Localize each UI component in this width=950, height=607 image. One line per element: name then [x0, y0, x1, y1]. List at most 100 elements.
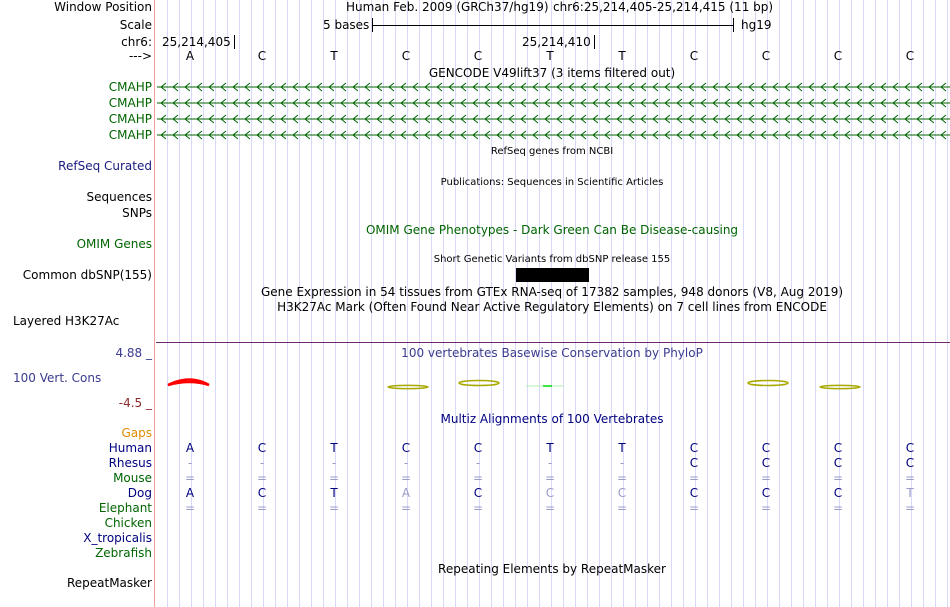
h3k27ac-track-label[interactable]: Layered H3K27Ac: [13, 314, 120, 328]
track-separator: [156, 342, 950, 343]
species-label: Elephant: [98, 501, 152, 515]
window-position: chr6:25,214,405-25,214,415 (11 bp): [553, 0, 774, 14]
alignment-base: C: [761, 441, 771, 455]
dbsnp-track-title: Short Genetic Variants from dbSNP releas…: [433, 254, 671, 265]
gene-feature[interactable]: [157, 96, 950, 110]
alignment-base: C: [401, 441, 411, 455]
alignment-base: C: [833, 441, 843, 455]
alignment-base: C: [833, 486, 843, 500]
repeatmasker-track-title: Repeating Elements by RepeatMasker: [438, 562, 666, 576]
species-label: Zebrafish: [95, 546, 152, 560]
strand-arrows-icon: [157, 114, 950, 124]
sequence-base: A: [185, 49, 195, 63]
alignment-base: C: [905, 456, 915, 470]
sequence-base: C: [401, 49, 411, 63]
gencode-track-title: GENCODE V49lift37 (3 items filtered out): [428, 66, 676, 80]
gene-label[interactable]: CMAHP: [108, 80, 152, 94]
omim-track-label[interactable]: OMIM Genes: [76, 237, 152, 251]
gene-feature[interactable]: [157, 112, 950, 126]
alignment-base: A: [185, 486, 195, 500]
alignment-base: =: [328, 501, 340, 515]
alignment-base: -: [403, 456, 409, 470]
cons-mark: [387, 384, 429, 390]
alignment-base: =: [616, 471, 628, 485]
gene-feature[interactable]: [157, 80, 950, 94]
snps-track-label[interactable]: SNPs: [122, 206, 152, 220]
cons-mark: [747, 379, 789, 387]
sequence-base: T: [330, 49, 338, 63]
alignment-base: C: [905, 441, 915, 455]
alignment-base: C: [473, 441, 483, 455]
alignment-base: =: [184, 501, 196, 515]
cons-track-label[interactable]: 100 Vert. Cons: [13, 371, 102, 385]
gene-feature[interactable]: [157, 128, 950, 142]
alignment-base: C: [257, 486, 267, 500]
scale-text: 5 bases: [323, 18, 370, 32]
species-label: Mouse: [113, 471, 152, 485]
alignment-base: =: [688, 471, 700, 485]
alignment-base: -: [331, 456, 337, 470]
alignment-base: =: [760, 471, 772, 485]
alignment-base: =: [472, 471, 484, 485]
alignment-base: C: [617, 486, 627, 500]
alignment-base: =: [256, 471, 268, 485]
cons-min-label: -4.5 _: [118, 396, 152, 410]
strand-arrows-icon: [157, 130, 950, 140]
sequence-base: C: [761, 49, 771, 63]
species-label: X_tropicalis: [83, 531, 152, 545]
sequence-base: C: [833, 49, 843, 63]
dbsnp-variant[interactable]: [516, 268, 589, 282]
alignment-base: C: [257, 441, 267, 455]
alignment-base: =: [832, 471, 844, 485]
refseq-track-label[interactable]: RefSeq Curated: [58, 159, 152, 173]
alignment-base: =: [256, 501, 268, 515]
alignment-base: A: [401, 486, 411, 500]
alignment-base: =: [184, 471, 196, 485]
coord-410: 25,214,410: [522, 35, 595, 49]
refseq-track-title: RefSeq genes from NCBI: [490, 146, 614, 157]
species-label: Rhesus: [108, 456, 152, 470]
alignment-base: =: [544, 471, 556, 485]
alignment-base: =: [688, 501, 700, 515]
h3k27ac-track-title: H3K27Ac Mark (Often Found Near Active Re…: [277, 300, 827, 314]
alignment-base: -: [619, 456, 625, 470]
sequence-base: T: [546, 49, 554, 63]
sequence-base: C: [689, 49, 699, 63]
alignment-base: -: [475, 456, 481, 470]
alignment-base: =: [400, 501, 412, 515]
pubs-track-title: Publications: Sequences in Scientific Ar…: [440, 177, 664, 188]
alignment-base: C: [689, 441, 699, 455]
coord-405: 25,214,405: [162, 35, 235, 49]
label-divider: [154, 0, 155, 607]
species-label: Human: [108, 441, 152, 455]
alignment-base: =: [400, 471, 412, 485]
alignment-base: =: [544, 501, 556, 515]
alignment-base: A: [185, 441, 195, 455]
alignment-base: T: [618, 441, 626, 455]
alignment-base: =: [472, 501, 484, 515]
alignment-base: T: [330, 441, 338, 455]
omim-track-title: OMIM Gene Phenotypes - Dark Green Can Be…: [365, 223, 739, 237]
species-label: Dog: [127, 486, 152, 500]
assembly-name: Human Feb. 2009 (GRCh37/hg19): [346, 0, 549, 14]
sequences-track-label[interactable]: Sequences: [86, 190, 152, 204]
alignment-base: =: [616, 501, 628, 515]
gtex-track-title: Gene Expression in 54 tissues from GTEx …: [260, 285, 844, 299]
scale-bar: [372, 18, 734, 32]
sequence-base: C: [905, 49, 915, 63]
dbsnp-track-label[interactable]: Common dbSNP(155): [22, 268, 152, 282]
gene-label[interactable]: CMAHP: [108, 96, 152, 110]
gene-label[interactable]: CMAHP: [108, 128, 152, 142]
alignment-base: T: [330, 486, 338, 500]
phylop-track-title: 100 vertebrates Basewise Conservation by…: [401, 346, 703, 360]
alignment-base: C: [473, 486, 483, 500]
alignment-base: C: [545, 486, 555, 500]
alignment-base: =: [832, 501, 844, 515]
sequence-base: C: [257, 49, 267, 63]
strand-arrows-icon: [157, 82, 950, 92]
repeatmasker-track-label[interactable]: RepeatMasker: [66, 576, 152, 590]
window-position-label: Window Position: [54, 0, 152, 14]
alignment-base: -: [187, 456, 193, 470]
gene-label[interactable]: CMAHP: [108, 112, 152, 126]
alignment-base: -: [547, 456, 553, 470]
